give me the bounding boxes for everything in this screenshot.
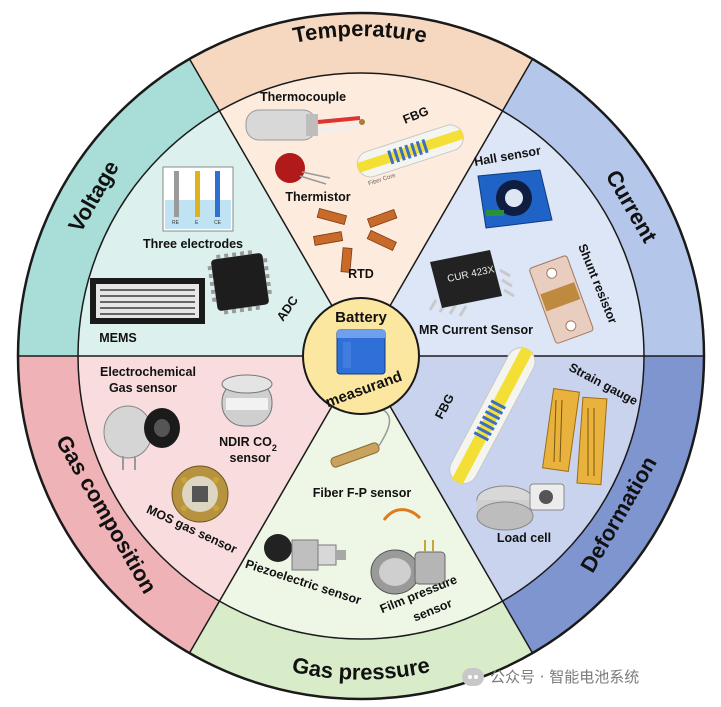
fiber-fp-sensor-label: Fiber F-P sensor <box>313 486 412 500</box>
mr-current-sensor-image: CUR 423X <box>428 250 515 317</box>
svg-text:E: E <box>195 220 199 226</box>
electrochemical-label-1: Electrochemical <box>100 365 196 379</box>
battery-cell-image <box>336 329 386 375</box>
svg-text:RE: RE <box>172 220 180 226</box>
shunt-resistor-image <box>529 255 594 344</box>
ndir-co2-label-1: NDIR CO2 <box>219 435 277 453</box>
wechat-logo-icon <box>462 667 484 686</box>
strain-gauge-image <box>541 388 608 486</box>
load-cell-label: Load cell <box>497 531 551 545</box>
center-label-battery: Battery <box>335 309 387 326</box>
watermark-text: 公众号 · 智能电池系统 <box>490 668 640 686</box>
electrochemical-label-2: Gas sensor <box>109 381 177 395</box>
fbg-deformation-image <box>449 346 536 485</box>
watermark: 公众号 · 智能电池系统 <box>462 666 639 687</box>
thermocouple-image <box>245 109 365 141</box>
load-cell-image <box>476 483 565 531</box>
mems-image <box>90 278 205 324</box>
three-electrodes-image: RE E CE <box>162 166 234 232</box>
film-pressure-sensor-image <box>370 508 446 595</box>
thermocouple-label: Thermocouple <box>260 90 346 104</box>
rtd-image <box>313 208 398 273</box>
rtd-label: RTD <box>348 267 374 281</box>
thermistor-label: Thermistor <box>285 190 350 204</box>
hall-sensor-image <box>477 169 553 229</box>
mr-current-sensor-label: MR Current Sensor <box>419 323 533 337</box>
piezoelectric-sensor-image <box>264 534 346 571</box>
adc-image <box>207 250 272 315</box>
thermistor-image <box>275 153 331 185</box>
ndir-co2-sensor-image <box>221 374 273 427</box>
mems-label: MEMS <box>99 331 137 345</box>
electrochemical-gas-sensor-image <box>103 405 180 470</box>
mos-gas-sensor-image <box>171 465 229 523</box>
ndir-co2-label-2: sensor <box>230 451 271 465</box>
svg-text:CE: CE <box>214 220 222 226</box>
fbg-temperature-image: Fiber Core <box>356 124 465 187</box>
three-electrodes-label: Three electrodes <box>143 237 243 251</box>
